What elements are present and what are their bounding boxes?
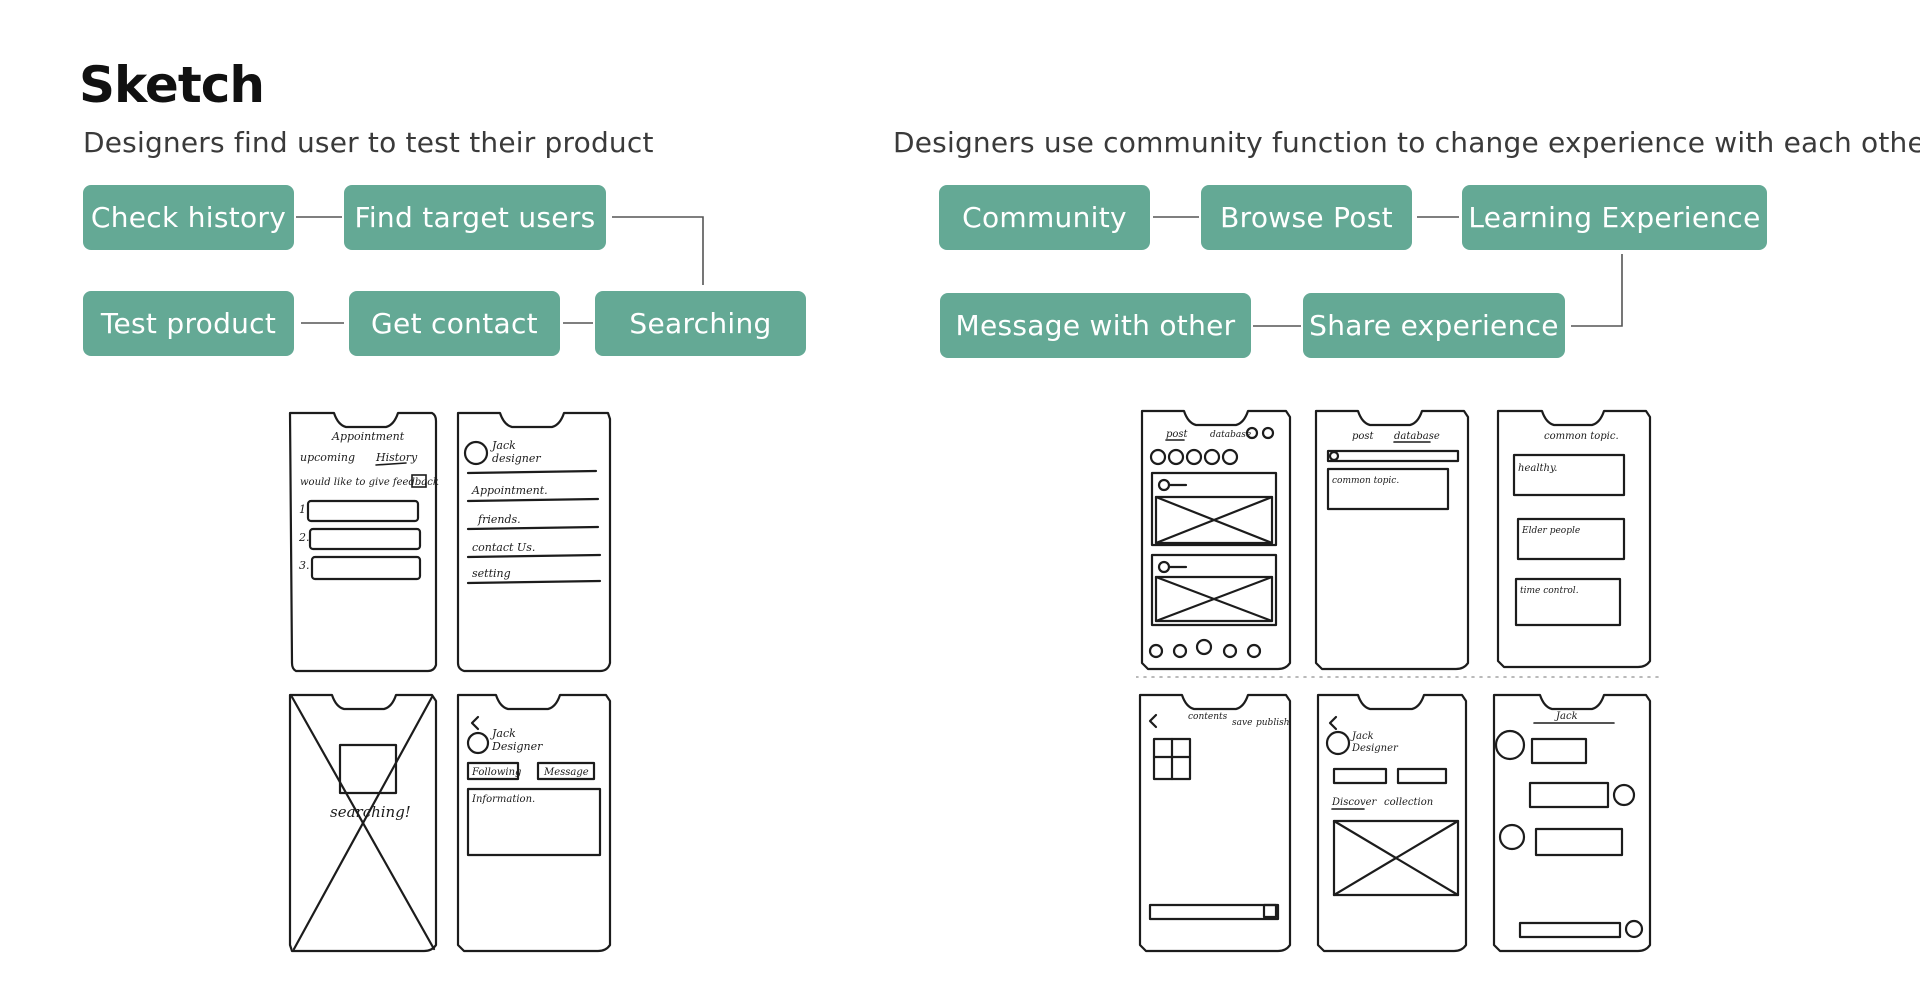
r6-header: Jack	[1554, 711, 1578, 722]
r1-tab-database: database	[1210, 430, 1251, 440]
r3-card-time: time control.	[1520, 586, 1579, 596]
sketch2-role: designer	[492, 452, 541, 465]
sketch-phone-frame	[456, 411, 612, 673]
r2-tab-post: post	[1352, 431, 1375, 442]
sketch2-item-contact: contact Us.	[472, 541, 535, 554]
r2-tab-database: database	[1394, 431, 1440, 442]
sketch2-item-setting: setting	[472, 567, 511, 580]
step-get-contact: Get contact	[349, 291, 560, 356]
left-wireframe-sketches: Appointment upcoming History would like …	[288, 411, 612, 953]
sketch1-question: would like to give feedback	[300, 477, 439, 488]
step-browse-post: Browse Post	[1201, 185, 1412, 250]
sketch2-avatar-circle	[463, 440, 489, 466]
sketch4-btn-following: Following	[471, 767, 521, 778]
sketch4-btn-message: Message	[543, 767, 589, 778]
step-find-target-users: Find target users	[344, 185, 606, 250]
step-test-product: Test product	[83, 291, 294, 356]
r5-name: Jack	[1350, 731, 1374, 742]
r3-header: common topic.	[1544, 431, 1619, 442]
sketch-phone-frame	[456, 693, 612, 953]
step-share-experience: Share experience	[1303, 293, 1565, 358]
sketch-phone-frame	[1140, 409, 1292, 671]
step-searching: Searching	[595, 291, 806, 356]
sketch1-header: Appointment	[331, 430, 405, 443]
r5-role: Designer	[1351, 743, 1399, 754]
step-community: Community	[939, 185, 1150, 250]
r4-label-publish: publish	[1256, 718, 1290, 728]
sketch3-label: searching!	[330, 803, 411, 821]
step-learning-experience: Learning Experience	[1462, 185, 1767, 250]
sketch4-name: Jack	[490, 727, 516, 740]
sketch-phone-frame	[1314, 409, 1470, 671]
sketch-phone-frame	[288, 411, 438, 673]
step-check-history: Check history	[83, 185, 294, 250]
r2-card-common-topic: common topic.	[1332, 476, 1399, 486]
r1-tab-post: post	[1166, 429, 1189, 440]
r5-tab-collection: collection	[1384, 797, 1433, 808]
sketch1-num2: 2.	[298, 531, 310, 544]
left-flow-subtitle: Designers find user to test their produc…	[83, 126, 654, 159]
step-message-with-other: Message with other	[940, 293, 1251, 358]
sketch2-item-appointment: Appointment.	[471, 484, 548, 497]
sketch-phone-frame	[288, 693, 438, 953]
page-title: Sketch	[79, 56, 265, 114]
r5-tab-discover: Discover	[1331, 797, 1378, 808]
sketch-phone-frame	[1316, 693, 1468, 953]
sketch-phone-frame	[1496, 409, 1652, 669]
r3-card-healthy: healthy.	[1518, 463, 1557, 474]
sketch-phone-frame	[1138, 693, 1292, 953]
sketch1-num3: 3.	[299, 559, 310, 572]
sketch1-tab-history: History	[375, 451, 418, 464]
sketch4-info: Information.	[471, 794, 535, 805]
sketch2-item-friends: friends.	[477, 513, 521, 526]
flow-connectors	[296, 216, 1623, 327]
sketch1-num1: 1.	[299, 503, 310, 516]
r3-card-elder: Elder people	[1521, 526, 1580, 536]
sketch1-tab-upcoming: upcoming	[300, 451, 355, 464]
sketch2-name: Jack	[490, 439, 516, 452]
sketch4-role: Designer	[491, 740, 543, 753]
r4-label-contents: contents	[1188, 712, 1228, 722]
right-wireframe-sketches: post database post database common topic…	[1136, 409, 1661, 953]
r4-label-save: save	[1232, 718, 1252, 728]
right-flow-subtitle: Designers use community function to chan…	[893, 126, 1920, 159]
sketch-phone-frame	[1492, 693, 1652, 953]
